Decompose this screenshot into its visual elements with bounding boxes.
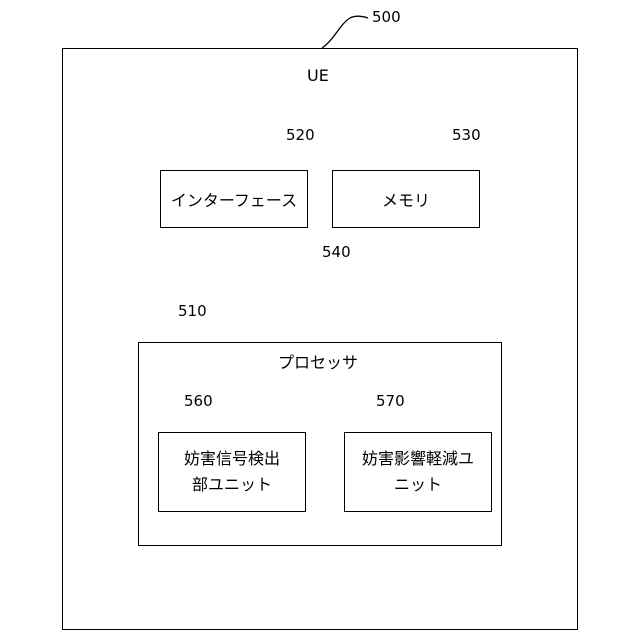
interface-ref: 520 [286,128,315,143]
detector-ref: 560 [184,394,213,409]
mitigator-box: 妨害影響軽減ユ ニット [344,432,492,512]
processor-label: プロセッサ [278,355,358,371]
mitigator-label-line2: ニット [394,472,442,498]
processor-ref: 510 [178,304,207,319]
bus-ref: 540 [322,245,351,260]
ue-ref: 500 [372,10,401,25]
memory-label: メモリ [382,187,430,211]
interface-label: インターフェース [171,187,297,211]
interface-box: インターフェース [160,170,308,228]
ue-label: UE [307,68,329,84]
detector-label-line2: 部ユニット [192,472,272,498]
detector-label-line1: 妨害信号検出 [184,446,280,472]
detector-box: 妨害信号検出 部ユニット [158,432,306,512]
memory-ref: 530 [452,128,481,143]
mitigator-label-line1: 妨害影響軽減ユ [362,446,474,472]
mitigator-ref: 570 [376,394,405,409]
memory-box: メモリ [332,170,480,228]
leader-500 [322,16,368,48]
